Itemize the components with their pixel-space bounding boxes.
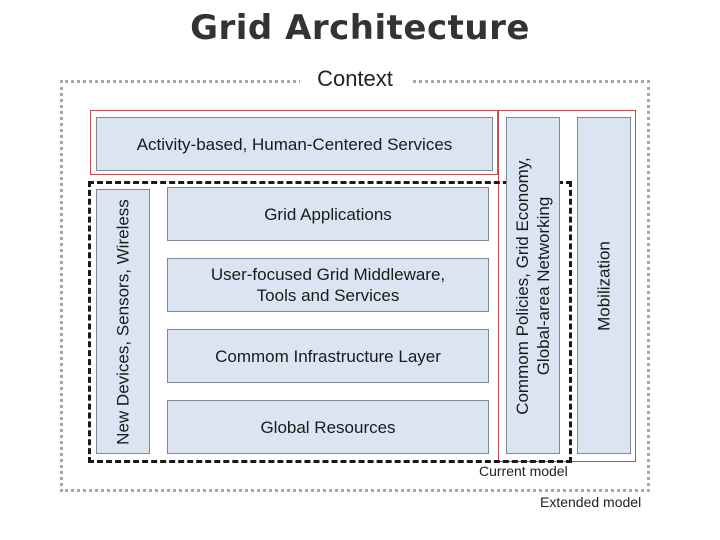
devices-box: New Devices, Sensors, Wireless [96, 189, 150, 454]
global-resources-label: Global Resources [260, 417, 396, 437]
current-model-caption: Current model [477, 463, 570, 479]
grid-applications-label: Grid Applications [264, 204, 392, 224]
policies-box: Commom Policies, Grid Economy, Global-ar… [506, 117, 560, 454]
devices-label: New Devices, Sensors, Wireless [113, 198, 133, 445]
middleware-box: User-focused Grid Middleware, Tools and … [167, 258, 489, 312]
services-label: Activity-based, Human-Centered Services [136, 134, 453, 154]
mobilization-box: Mobilization [577, 117, 631, 454]
grid-applications-box: Grid Applications [167, 187, 489, 241]
infrastructure-label: Commom Infrastructure Layer [215, 346, 441, 366]
extended-model-caption: Extended model [538, 494, 644, 510]
mobilization-label: Mobilization [594, 240, 614, 331]
context-label: Context [300, 66, 410, 92]
policies-label: Commom Policies, Grid Economy, Global-ar… [513, 156, 553, 415]
services-highlight-frame [90, 110, 498, 175]
infrastructure-box: Commom Infrastructure Layer [167, 329, 489, 383]
slide-title: Grid Architecture [190, 8, 530, 48]
global-resources-box: Global Resources [167, 400, 489, 454]
current-model-frame [88, 181, 572, 463]
services-box: Activity-based, Human-Centered Services [96, 117, 493, 171]
middleware-label: User-focused Grid Middleware, Tools and … [210, 265, 446, 305]
